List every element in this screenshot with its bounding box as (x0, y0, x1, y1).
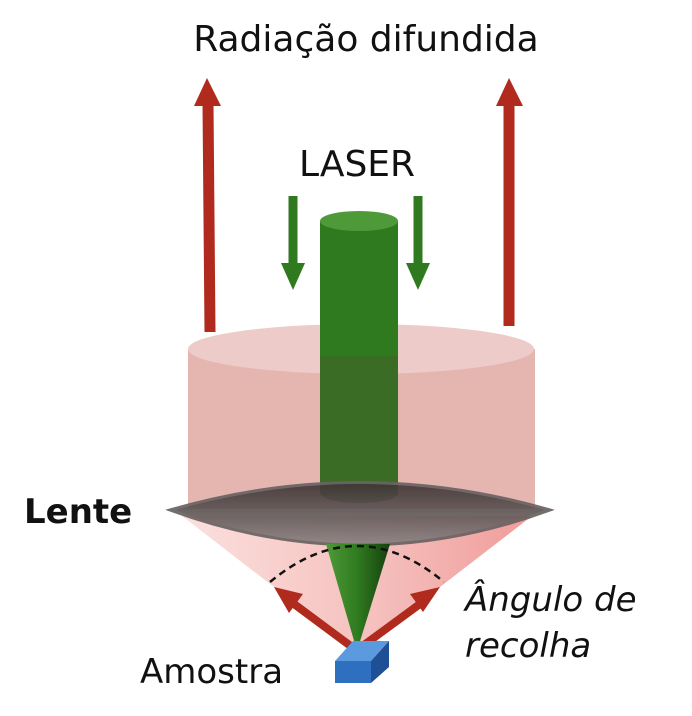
scattered-arrow-right (496, 78, 523, 326)
focused-laser-cone (326, 544, 390, 651)
collection-arrow-right (361, 587, 440, 649)
laser-label: LASER (299, 144, 415, 185)
scattered-arrow-left (194, 78, 221, 333)
sample-label: Amostra (140, 652, 283, 692)
collection-angle-label-line1: Ângulo de (463, 579, 637, 620)
laser-beam (320, 211, 398, 503)
laser-arrow-right (406, 196, 430, 290)
collection-arrow-left (274, 587, 355, 651)
lens (165, 481, 555, 547)
collection-angle-arc (269, 544, 445, 583)
title-scattered-radiation: Radiação difundida (193, 19, 538, 60)
laser-arrow-left (281, 196, 305, 290)
collection-angle-label-line2: recolha (465, 626, 591, 666)
sample-cube (335, 641, 389, 683)
lens-label: Lente (24, 492, 132, 532)
